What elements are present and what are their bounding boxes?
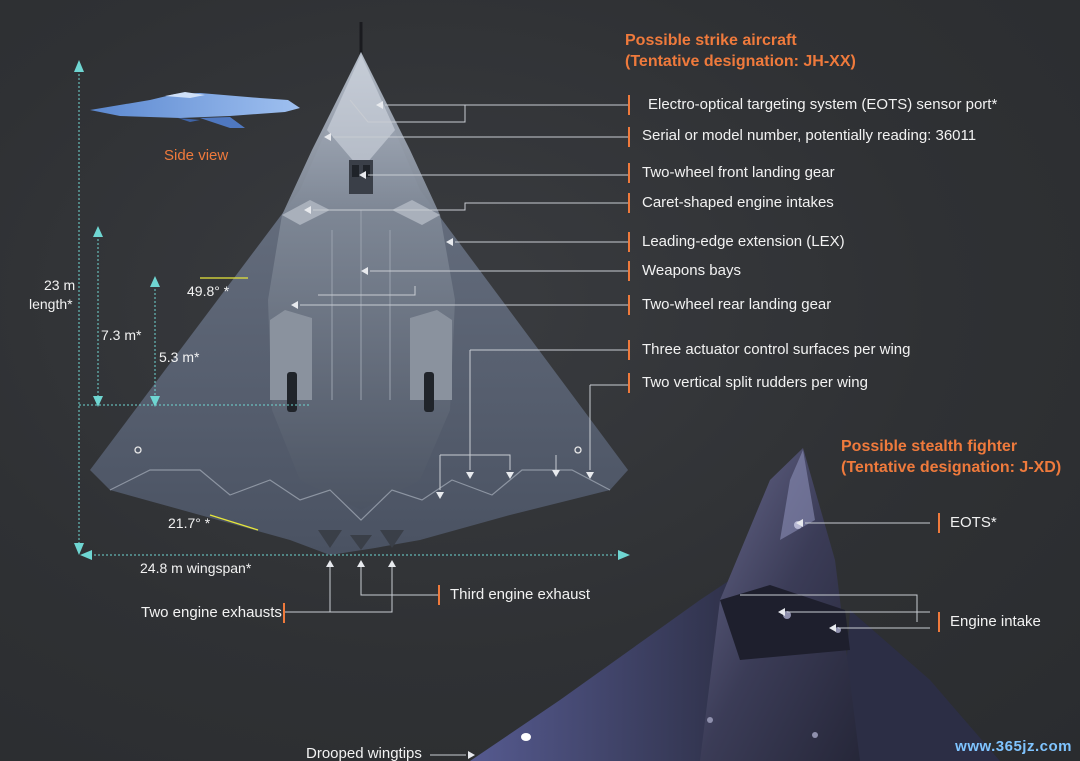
callout-tick — [628, 95, 630, 115]
callout-third-exhaust: Third engine exhaust — [450, 586, 591, 603]
callout-fighter-eots: EOTS* — [950, 514, 997, 531]
callout-tick — [628, 340, 630, 360]
strike-aircraft-top-view — [90, 22, 628, 555]
dimension-7-3: 7.3 m* — [101, 327, 142, 343]
watermark: www.365jz.com — [955, 738, 1072, 755]
callout-rear-landing-gear: Two-wheel rear landing gear — [642, 296, 832, 313]
fighter-leaders — [430, 522, 930, 756]
fighter-arrowheads — [468, 519, 836, 759]
strike-title-line1: Possible strike aircraft — [625, 32, 797, 49]
callout-tick — [628, 295, 630, 315]
callout-tick — [628, 373, 630, 393]
callout-drooped-wingtips: Drooped wingtips — [306, 745, 422, 761]
callout-split-rudders: Two vertical split rudders per wing — [642, 374, 868, 391]
callout-tick — [628, 193, 630, 213]
angle-49-8: 49.8° * — [187, 283, 230, 299]
dimension-lines — [78, 70, 620, 556]
callout-leaders — [283, 99, 628, 613]
callout-tick — [628, 163, 630, 183]
angle-markers — [200, 277, 259, 531]
fighter-title-line2: (Tentative designation: J-XD) — [841, 459, 1062, 476]
angle-21-7: 21.7° * — [168, 515, 211, 531]
length-value: 23 m — [44, 277, 76, 293]
callout-serial-number: Serial or model number, potentially read… — [642, 127, 977, 144]
callout-control-surfaces: Three actuator control surfaces per wing — [642, 341, 911, 358]
callout-lex: Leading-edge extension (LEX) — [642, 233, 845, 250]
callout-tick — [628, 127, 630, 147]
callout-tick — [628, 232, 630, 252]
wingspan-label: 24.8 m wingspan* — [140, 560, 252, 576]
length-label: length* — [29, 296, 73, 312]
callout-engine-intakes: Caret-shaped engine intakes — [642, 194, 834, 211]
stealth-fighter-view — [470, 448, 1000, 761]
side-view-silhouette — [90, 92, 300, 128]
callout-weapons-bays: Weapons bays — [642, 262, 741, 279]
fighter-title-line1: Possible stealth fighter — [841, 438, 1018, 455]
callout-front-landing-gear: Two-wheel front landing gear — [642, 164, 835, 181]
callout-tick — [938, 513, 940, 533]
callout-fighter-intake: Engine intake — [950, 613, 1041, 630]
callout-tick — [438, 585, 440, 605]
dimension-arrowheads — [74, 60, 630, 560]
callout-tick — [628, 261, 630, 281]
callout-eots-port: Electro-optical targeting system (EOTS) … — [648, 96, 998, 113]
callout-arrowheads — [291, 101, 594, 567]
strike-title-line2: (Tentative designation: JH-XX) — [625, 53, 856, 70]
dimension-5-3: 5.3 m* — [159, 349, 200, 365]
callout-tick — [938, 612, 940, 632]
callout-two-exhausts: Two engine exhausts — [141, 604, 282, 621]
side-view-label: Side view — [164, 147, 229, 164]
callout-tick — [283, 603, 285, 623]
